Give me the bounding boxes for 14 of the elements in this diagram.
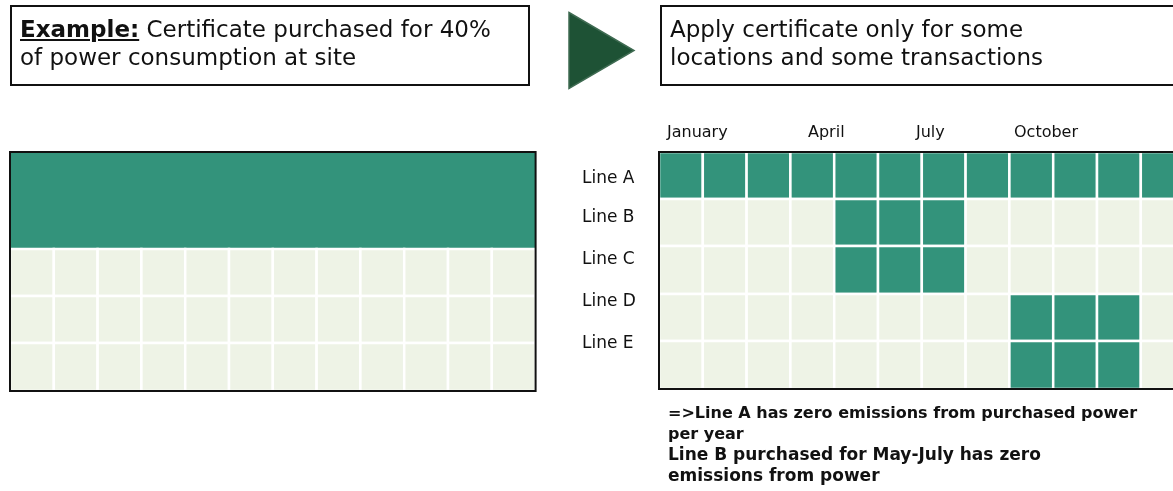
text-box: Example: Certificate purchased for 40% of power consumption at site bbox=[10, 5, 530, 86]
month-label: October bbox=[1014, 121, 1079, 143]
row-label: Line D bbox=[582, 289, 636, 312]
row-label: Line E bbox=[582, 331, 634, 354]
month-label: January bbox=[667, 121, 728, 143]
note-text: =>Line A has zero emissions from purchased power per year bbox=[668, 402, 1139, 444]
text-box: Apply certificate only for some locations and some transactions bbox=[660, 5, 1173, 86]
note-text: Line B purchased for May-July has zero emissions from power bbox=[668, 444, 1042, 486]
row-label: Line B bbox=[582, 205, 635, 228]
month-label: April bbox=[808, 121, 845, 143]
month-label: July bbox=[916, 121, 945, 143]
row-label: Line A bbox=[582, 166, 635, 189]
row-label: Line C bbox=[582, 247, 635, 270]
triangle-arrow bbox=[568, 11, 636, 90]
